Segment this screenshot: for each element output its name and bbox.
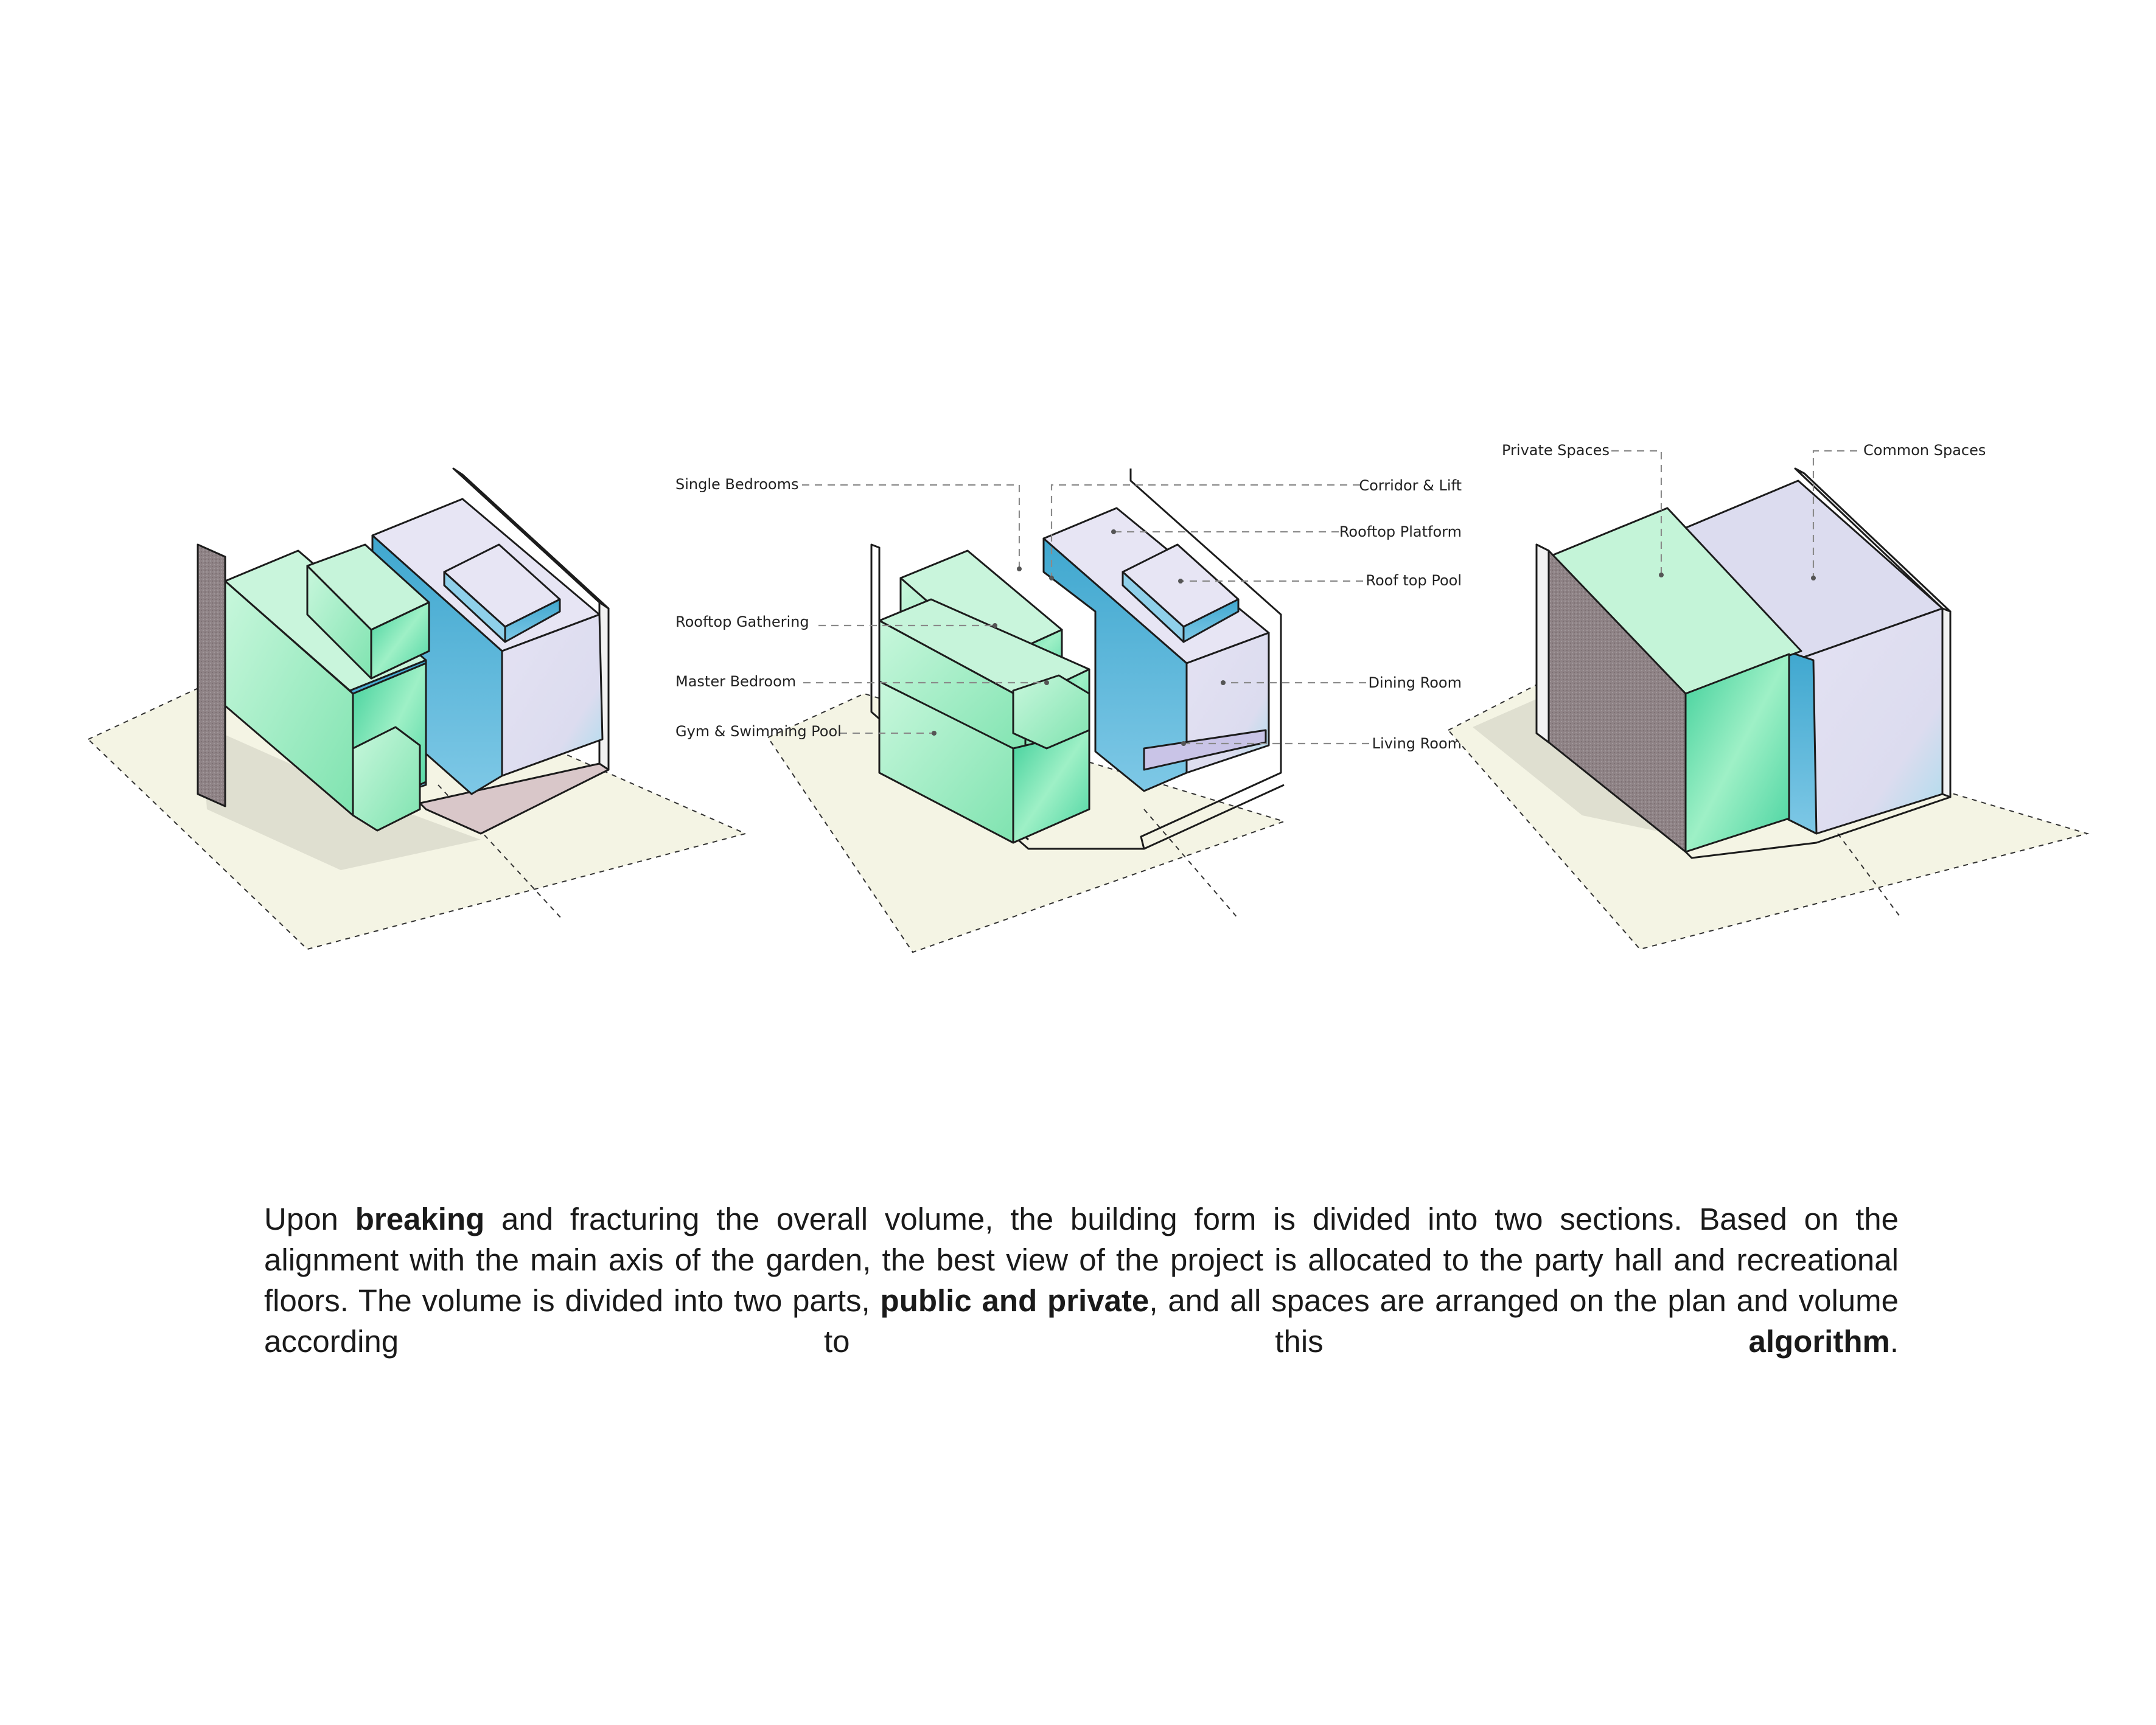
label-common-spaces: Common Spaces [1863,442,1986,459]
caption-bold-public-private: public and private [880,1283,1150,1318]
private-block-upper-side [370,601,430,680]
caption-part-4: . [1889,1324,1899,1359]
common-volume-side [1785,650,1818,835]
caption-part-1: Upon [264,1202,355,1236]
front-wall-cap [1535,543,1550,744]
master-bedroom-block [1012,674,1090,750]
diagram-1-fractured-volume [87,467,748,950]
caption-bold-algorithm: algorithm [1748,1324,1890,1359]
diagram-3-public-private: Private Spaces Common Spaces [1447,442,2090,950]
leaders-right [1049,484,1369,746]
description-paragraph: Upon breaking and fracturing the overall… [264,1199,1899,1362]
leaders-left [802,484,1049,736]
caption-part-3: , and all spaces are arranged on the pla… [264,1283,1899,1359]
label-living-room: Living Room [1372,735,1462,752]
living-slab [1143,729,1267,771]
label-private-spaces: Private Spaces [1502,442,1610,459]
label-corridor-lift: Corridor & Lift [1359,477,1462,494]
label-gym-swimming-pool: Gym & Swimming Pool [675,723,842,740]
diagram-2-program-labels: Single Bedrooms Rooftop Gathering Master… [675,469,1462,953]
floor-slab [419,762,610,835]
label-rooftop-gathering: Rooftop Gathering [675,613,809,630]
floor-slab-edge [1684,796,1951,859]
private-block-step [352,726,421,832]
garden-axis [1837,833,1902,919]
label-roof-top-pool: Roof top Pool [1366,572,1462,589]
caption-bold-breaking: breaking [355,1202,485,1236]
label-master-bedroom: Master Bedroom [675,673,796,690]
pool-block-side [443,571,506,643]
label-single-bedrooms: Single Bedrooms [675,476,798,493]
label-rooftop-platform: Rooftop Platform [1339,523,1462,540]
caption-part-2: and fracturing the overall volume, the b… [264,1202,1899,1318]
leaders [1611,450,1857,580]
front-wall [197,543,226,807]
label-dining-room: Dining Room [1369,674,1462,691]
back-frame-side [1941,607,1952,798]
pool-block-side [1122,571,1185,643]
frame-right-face [870,543,881,549]
